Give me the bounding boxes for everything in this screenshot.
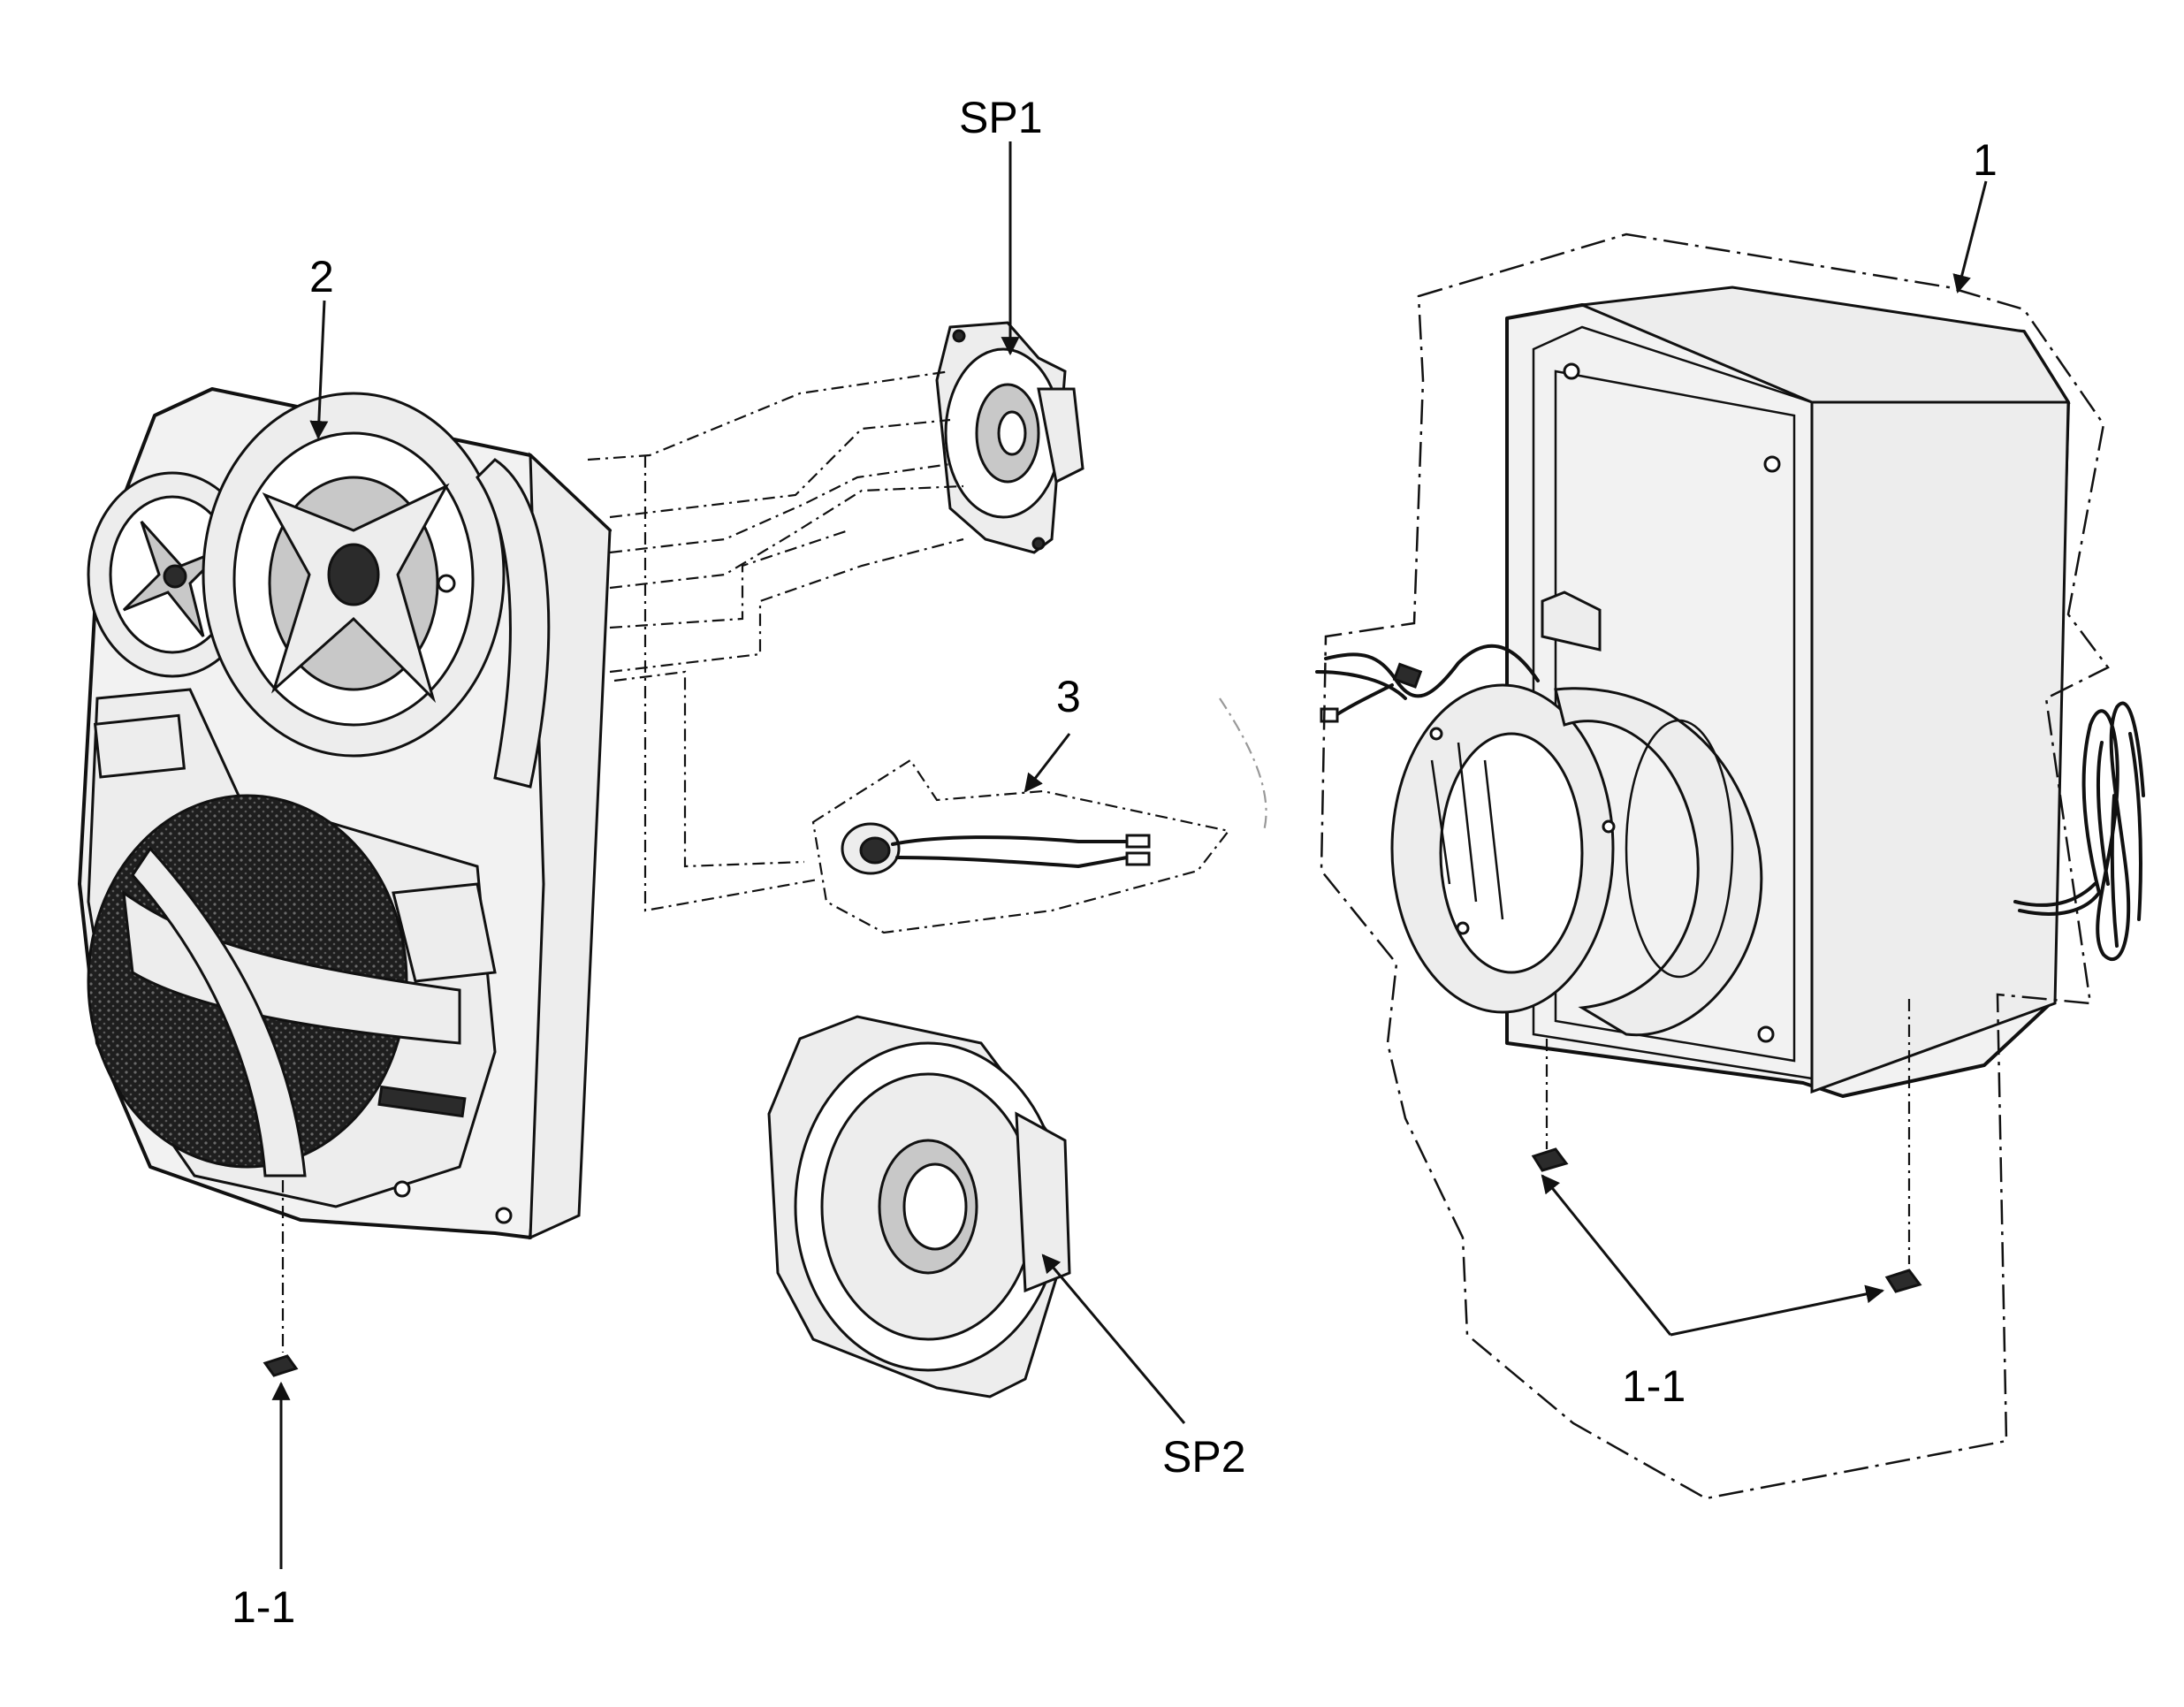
foot-pad-left: [263, 1354, 299, 1377]
woofer-grille: [87, 688, 497, 1208]
mounting-ring: [1390, 683, 1763, 1037]
label-part-1-1-left: 1-1: [232, 1582, 295, 1632]
woofer-sp2: [767, 1015, 1071, 1398]
terminal-part-3: [811, 758, 1230, 934]
speaker-cable-coil: [2013, 701, 2145, 962]
label-part-1: 1: [1973, 135, 1998, 185]
tweeter-sp1: [935, 321, 1084, 554]
foot-pad-right-1: [1531, 1147, 1569, 1172]
label-part-2: 2: [309, 252, 334, 301]
label-part-3: 3: [1056, 672, 1081, 721]
front-panel-part-2: [78, 387, 612, 1240]
label-sp2: SP2: [1162, 1432, 1246, 1482]
label-part-1-1-right: 1-1: [1622, 1361, 1686, 1411]
enclosure-part-1: [1505, 286, 2071, 1098]
label-sp1: SP1: [959, 93, 1043, 142]
foot-pad-right-2: [1884, 1269, 1922, 1293]
mid-speaker-ring: [202, 392, 506, 758]
leader-lines: [271, 141, 1988, 1569]
assembly-lines: [281, 232, 2110, 1500]
